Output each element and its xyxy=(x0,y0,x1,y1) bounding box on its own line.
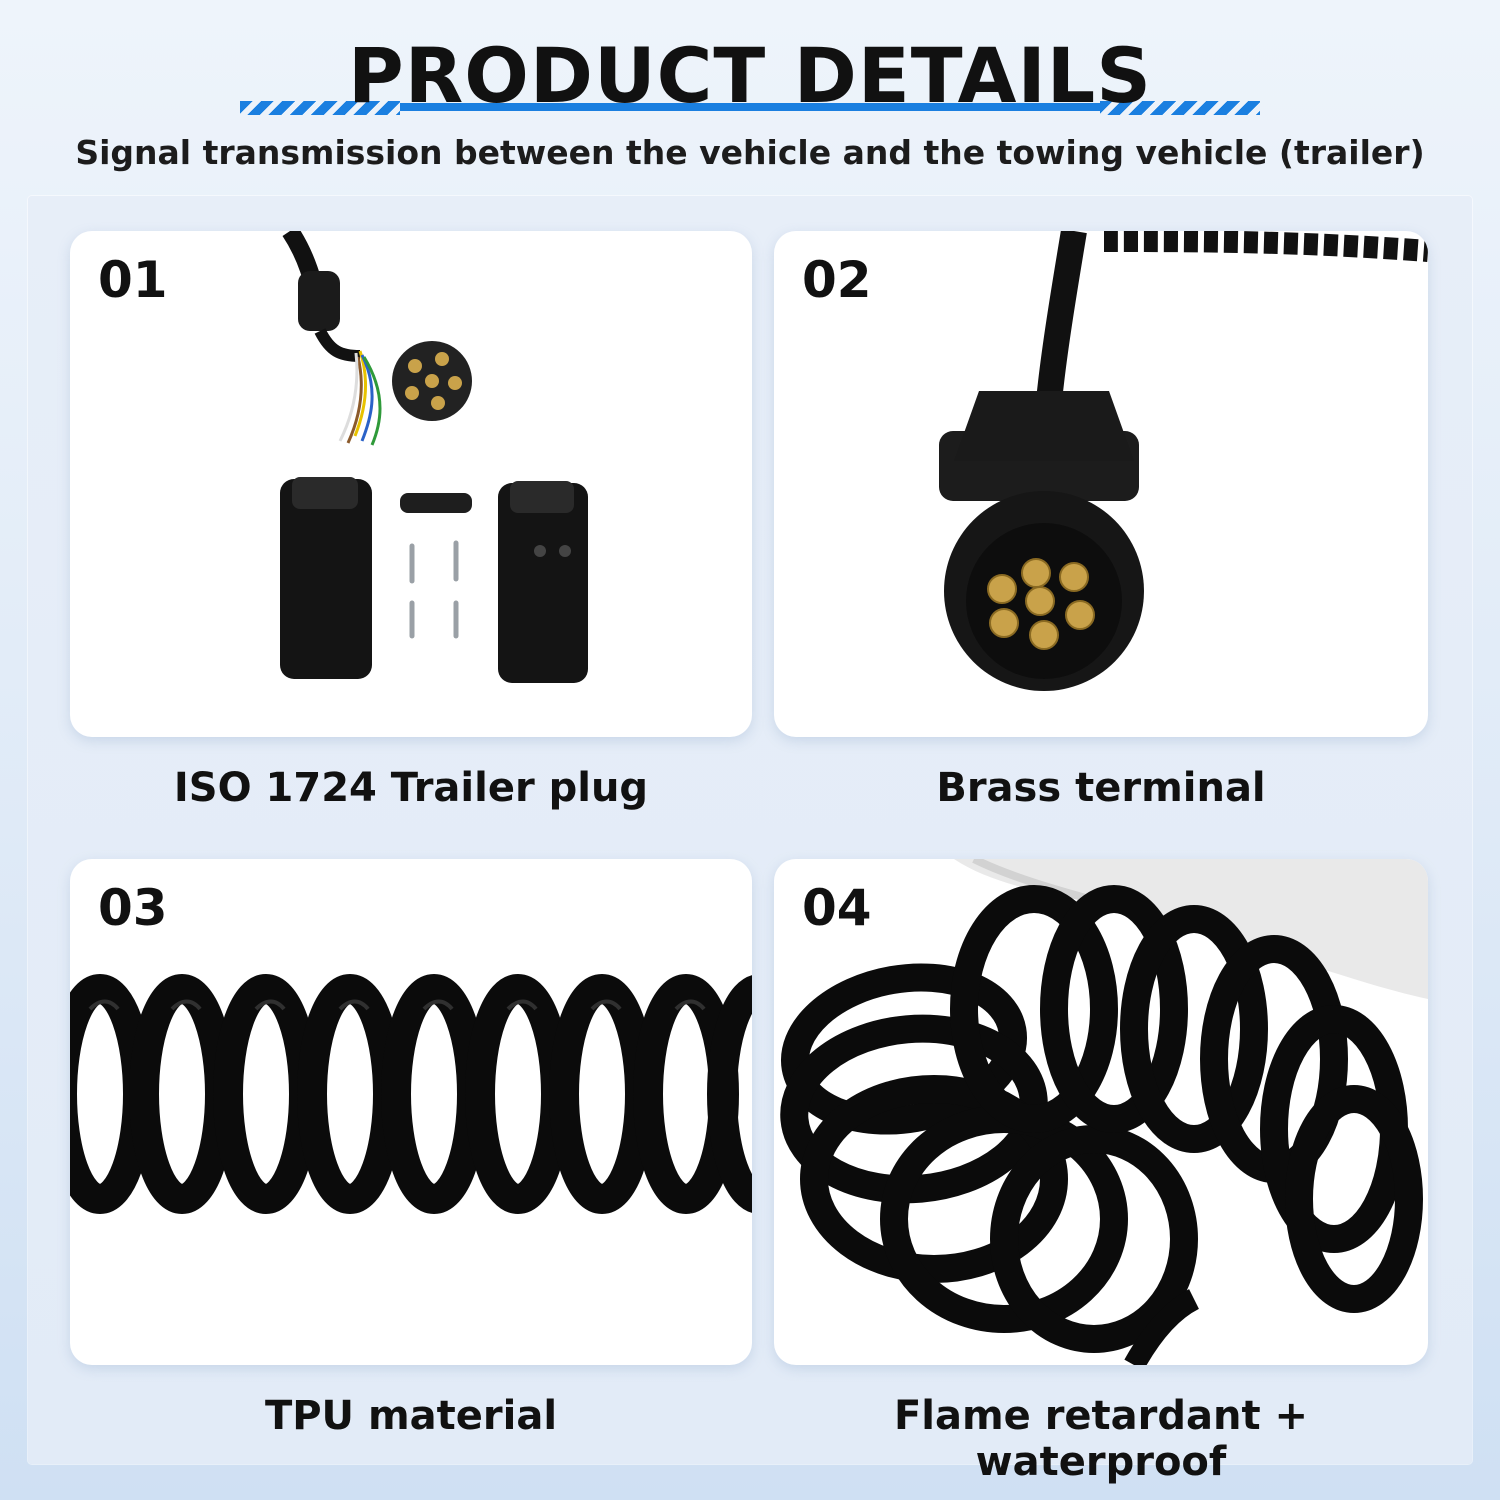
feature-card-2: 02 xyxy=(774,231,1428,737)
coiled-cable-image xyxy=(70,974,752,1214)
coiled-cable-glove-image xyxy=(780,859,1428,1365)
header-stripe-left xyxy=(240,101,400,115)
page-title: PRODUCT DETAILS xyxy=(348,31,1152,120)
trailer-plug-kit-image xyxy=(280,231,588,683)
card-number: 01 xyxy=(98,251,168,309)
card-number: 04 xyxy=(802,879,872,937)
header-stripe-right xyxy=(1100,101,1260,115)
card-caption: TPU material xyxy=(264,1393,558,1439)
feature-card-4: 04 xyxy=(774,859,1428,1365)
feature-card-3: 03 xyxy=(70,859,752,1365)
card-caption: Brass terminal xyxy=(936,765,1266,811)
card-number: 02 xyxy=(802,251,872,309)
card-caption: Flame retardant + waterproof xyxy=(893,1393,1309,1485)
header-underline xyxy=(400,103,1100,111)
brass-terminal-image xyxy=(939,231,1428,691)
card-caption: ISO 1724 Trailer plug xyxy=(173,765,649,811)
card-number: 03 xyxy=(98,879,168,937)
page-subtitle: Signal transmission between the vehicle … xyxy=(75,133,1425,172)
feature-card-1: 01 xyxy=(70,231,752,737)
